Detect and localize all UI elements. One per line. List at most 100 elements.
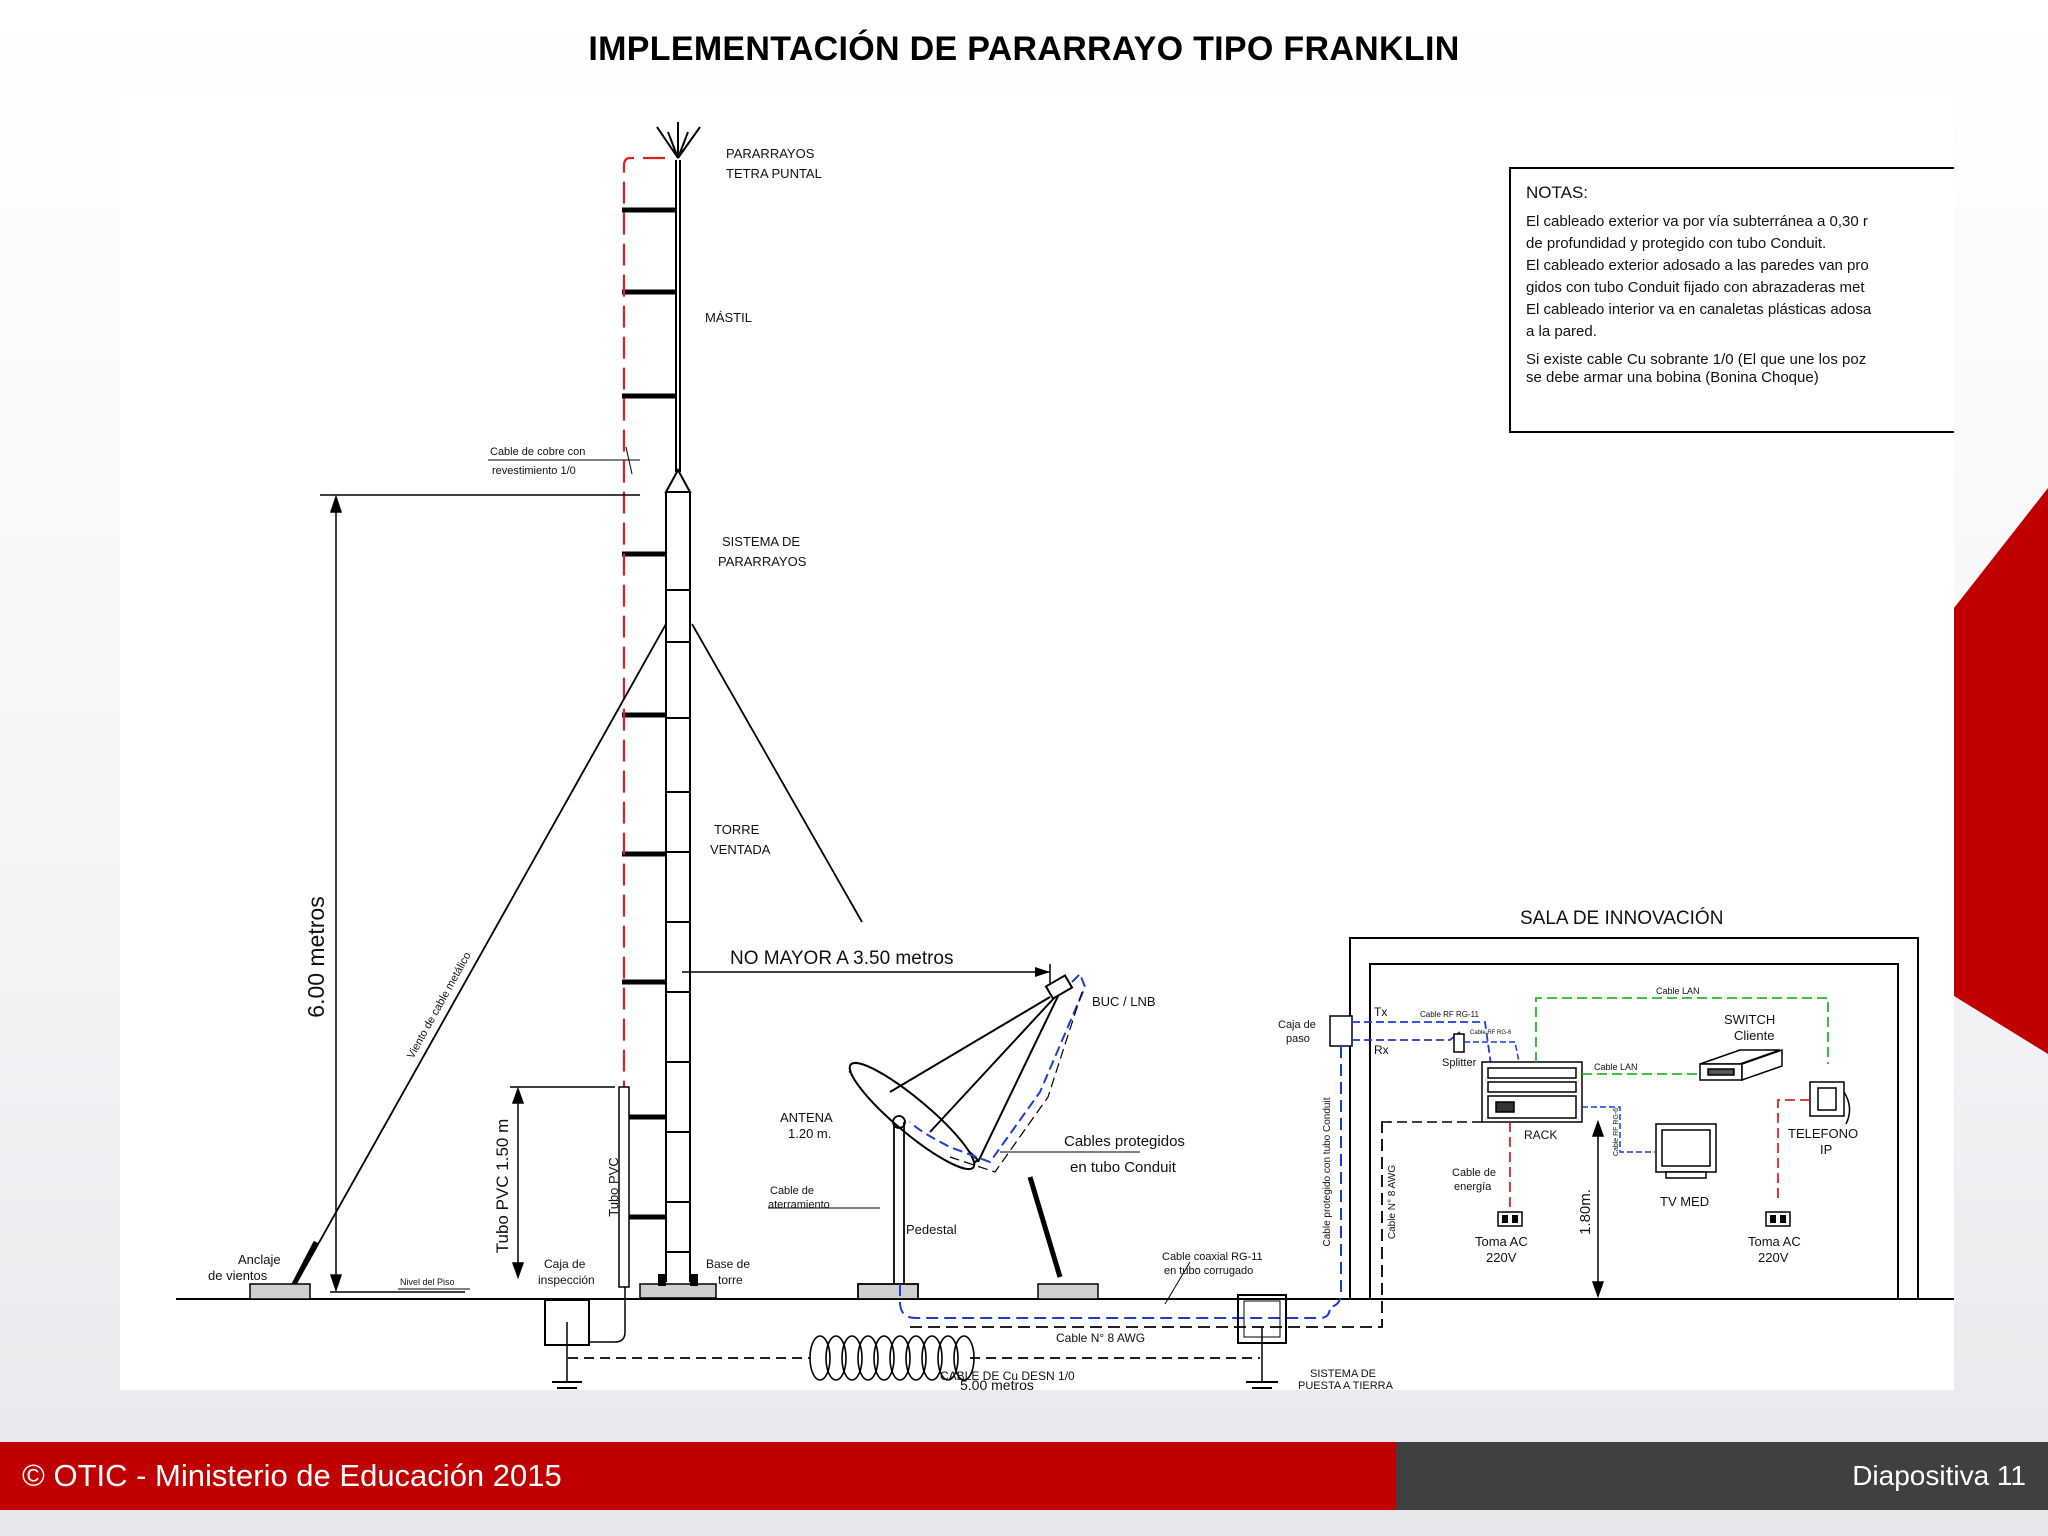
- conduit-vertical-label: Cable protegido con tubo Conduit: [1322, 1097, 1333, 1246]
- bare-copper-label-1: CABLE DE Cu DESN 1/0: [940, 1369, 1075, 1383]
- tower-base-label-2: torre: [718, 1273, 743, 1287]
- ip-phone: [1809, 1081, 1851, 1125]
- grounding-system-label-2: PUESTA A TIERRA: [1298, 1380, 1394, 1390]
- height-180-label: 1.80m.: [1577, 1189, 1594, 1235]
- ip-phone-label-2: IP: [1820, 1142, 1832, 1157]
- lan-label-top: Cable LAN: [1656, 986, 1700, 996]
- buried-coax: [899, 1284, 1331, 1319]
- cable-clamps: [622, 207, 676, 1220]
- tv-monitor: [1655, 1123, 1717, 1179]
- system-label-2: PARARRAYOS: [718, 554, 807, 569]
- note-line-5: El cableado interior va en canaletas plá…: [1526, 301, 1872, 318]
- tower-base-label-1: Base de: [706, 1257, 750, 1271]
- room-label: SALA DE INNOVACIÓN: [1520, 907, 1723, 929]
- splitter: [1453, 1033, 1465, 1053]
- ground-symbol-right: [1246, 1381, 1278, 1389]
- ground-cable-label-1: Cable de: [770, 1185, 814, 1197]
- copper-cable-label-1: Cable de cobre con: [490, 446, 585, 458]
- technical-drawing: 6.00 metros Viento de cable metálico Cab…: [120, 92, 1954, 1390]
- note-line-8: se debe armar una bobina (Bonina Choque): [1526, 369, 1819, 386]
- tower-label-2: VENTADA: [710, 842, 771, 857]
- grounding-system-label-1: SISTEMA DE: [1310, 1368, 1376, 1380]
- energy-cable-label-2: energía: [1454, 1181, 1492, 1193]
- tv-label: TV MED: [1660, 1194, 1709, 1209]
- outlet-2-label-1: Toma AC: [1748, 1234, 1801, 1249]
- rf-cable-label-2: Cable RF RG-6: [1470, 1030, 1512, 1036]
- guy-wire-label: Viento de cable metálico: [405, 950, 474, 1060]
- tower-label-1: TORRE: [714, 822, 760, 837]
- pvc-label: Tubo PVC: [606, 1157, 621, 1217]
- note-line-7: Si existe cable Cu sobrante 1/0 (El que …: [1526, 351, 1866, 368]
- antenna-label-1: ANTENA: [780, 1110, 833, 1125]
- notes-heading: NOTAS:: [1526, 183, 1588, 202]
- switch-label-2: Cliente: [1734, 1028, 1774, 1043]
- pass-box-label-1: Caja de: [1278, 1019, 1316, 1031]
- guy-wires: [297, 623, 863, 1281]
- choke-coil: [809, 1335, 975, 1381]
- tower: [665, 492, 691, 1282]
- anchor-label-1: Anclaje: [238, 1252, 281, 1267]
- switch: [1699, 1048, 1783, 1082]
- dim-6m-label: 6.00 metros: [303, 896, 329, 1017]
- note-line-2: de profundidad y protegido con tubo Cond…: [1526, 235, 1826, 252]
- splitter-label: Splitter: [1442, 1057, 1477, 1069]
- note-line-3: El cableado exterior adosado a las pared…: [1526, 257, 1869, 274]
- distance-label: NO MAYOR A 3.50 metros: [730, 948, 954, 969]
- slide-title: IMPLEMENTACIÓN DE PARARRAYO TIPO FRANKLI…: [588, 30, 1460, 68]
- anchor-label-2: de vientos: [208, 1268, 268, 1283]
- note-line-6: a la pared.: [1526, 323, 1597, 340]
- air-terminal-label-1: PARARRAYOS: [726, 146, 815, 161]
- room-walls: [1349, 937, 1919, 1298]
- dim-6m: [320, 494, 640, 1293]
- outlet-1-label-2: 220V: [1486, 1250, 1517, 1265]
- tx-label: Tx: [1374, 1005, 1387, 1019]
- ip-phone-label-1: TELEFONO: [1788, 1126, 1858, 1141]
- pvc-tube: [618, 1086, 630, 1288]
- note-line-1: El cableado exterior va por vía subterrá…: [1526, 213, 1868, 230]
- ground-symbol-left: [552, 1381, 582, 1389]
- guy-anchor-left: [249, 1240, 319, 1300]
- rack-label: RACK: [1524, 1128, 1557, 1142]
- inspection-box-label-1: Caja de: [544, 1257, 586, 1271]
- pass-box-label-2: paso: [1286, 1033, 1310, 1045]
- ground-n8-label: Cable N° 8 AWG: [1056, 1331, 1145, 1345]
- system-label-1: SISTEMA DE: [722, 534, 800, 549]
- antenna-label-2: 1.20 m.: [788, 1126, 831, 1141]
- lan-label-mid: Cable LAN: [1594, 1062, 1638, 1072]
- power-outlet-1: [1497, 1211, 1523, 1227]
- coax-label-2: en tubo corrugado: [1164, 1265, 1253, 1277]
- switch-label-1: SWITCH: [1724, 1012, 1775, 1027]
- air-terminal-label-2: TETRA PUNTAL: [726, 166, 822, 181]
- bare-copper-label-2: 5.00 metros: [960, 1377, 1034, 1390]
- antenna-pedestal: [857, 1115, 919, 1300]
- buried-ground-cable: [910, 1121, 1390, 1328]
- footer-copyright: © OTIC - Ministerio de Educación 2015: [0, 1442, 1396, 1510]
- power-outlet-2: [1765, 1211, 1791, 1227]
- lan-cable-top: [1535, 997, 1829, 1064]
- outlet-1-label-1: Toma AC: [1475, 1234, 1528, 1249]
- dim-pvc: [510, 1086, 615, 1280]
- floor-level-label: Nivel del Piso: [400, 1277, 455, 1287]
- conduit-label-2: en tubo Conduit: [1070, 1159, 1177, 1176]
- tower-base: [639, 1283, 717, 1299]
- conduit-label-1: Cables protegidos: [1064, 1133, 1185, 1150]
- note-line-4: gidos con tubo Conduit fijado con abraza…: [1526, 279, 1865, 296]
- copper-cable-label-2: revestimiento 1/0: [492, 465, 576, 477]
- dim-pvc-label: Tubo PVC 1.50 m: [493, 1119, 512, 1254]
- inspection-box-label-2: inspección: [538, 1273, 595, 1287]
- network-rack: [1481, 1061, 1583, 1123]
- energy-cable-label-1: Cable de: [1452, 1167, 1496, 1179]
- down-conductor-cable: [622, 156, 665, 1282]
- notes-box: [1509, 167, 1954, 433]
- coax-label-1: Cable coaxial RG-11: [1162, 1251, 1263, 1263]
- mast: [656, 122, 701, 493]
- ground-vertical-label: Cable N° 8 AWG: [1387, 1165, 1398, 1239]
- pass-box: [1329, 1015, 1353, 1047]
- rx-label: Rx: [1374, 1043, 1389, 1057]
- rf-cable-label-3: Cable RF RG-6: [1613, 1108, 1620, 1156]
- ground-cable-label-2: aterramiento: [768, 1199, 830, 1211]
- outlet-2-label-2: 220V: [1758, 1250, 1789, 1265]
- antenna-coax: [909, 972, 1087, 1164]
- buc-label: BUC / LNB: [1092, 994, 1156, 1009]
